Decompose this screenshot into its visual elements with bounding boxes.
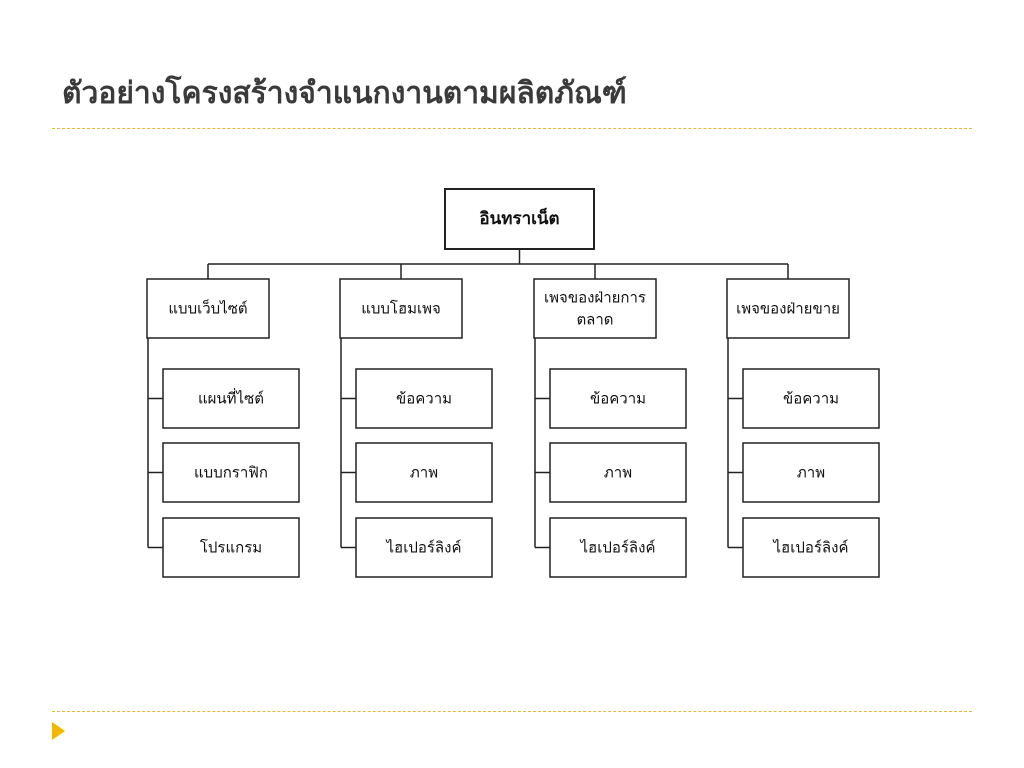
child-node-box — [549, 517, 687, 578]
child-node-box — [742, 442, 880, 503]
child-node-box — [162, 368, 300, 429]
footer-divider — [52, 711, 972, 712]
child-node-box — [162, 442, 300, 503]
child-node-label: ไฮเปอร์ลิงค์ — [386, 539, 462, 557]
branch-node-label: ตลาด — [576, 311, 613, 329]
child-node-label: โปรแกรม — [200, 539, 262, 557]
triangle-bullet-icon — [52, 722, 65, 740]
branch-node-box — [726, 278, 850, 339]
child-node-label: ภาพ — [797, 464, 825, 482]
branch-node-label: เพจของฝ่ายขาย — [736, 300, 840, 318]
child-node-label: ข้อความ — [396, 390, 452, 408]
child-node-label: ข้อความ — [783, 390, 839, 408]
slide-title: ตัวอย่างโครงสร้างจำแนกงานตามผลิตภัณฑ์ — [62, 76, 627, 111]
branch-node-label: เพจของฝ่ายการ — [544, 289, 646, 307]
root-node-label: อินทราเน็ต — [479, 206, 559, 229]
branch-node-box — [533, 278, 657, 339]
branch-node-label: แบบเว็บไซต์ — [168, 299, 247, 318]
child-node-box — [742, 517, 880, 578]
branch-node-box — [339, 278, 463, 339]
child-node-box — [355, 368, 493, 429]
branch-node-label: แบบโฮมเพจ — [361, 300, 441, 318]
child-node-label: ภาพ — [604, 464, 632, 482]
child-node-label: ไฮเปอร์ลิงค์ — [580, 539, 656, 557]
child-node-label: แผนที่ไซต์ — [198, 388, 264, 408]
child-node-box — [355, 517, 493, 578]
child-node-box — [549, 368, 687, 429]
title-divider — [52, 128, 972, 129]
root-node-box — [444, 188, 595, 250]
branch-node-box — [146, 278, 270, 339]
child-node-box — [355, 442, 493, 503]
child-node-box — [742, 368, 880, 429]
child-node-label: ภาพ — [410, 464, 438, 482]
child-node-label: ข้อความ — [590, 390, 646, 408]
child-node-box — [162, 517, 300, 578]
child-node-label: แบบกราฟิก — [194, 464, 268, 482]
child-node-label: ไฮเปอร์ลิงค์ — [773, 539, 849, 557]
child-node-box — [549, 442, 687, 503]
